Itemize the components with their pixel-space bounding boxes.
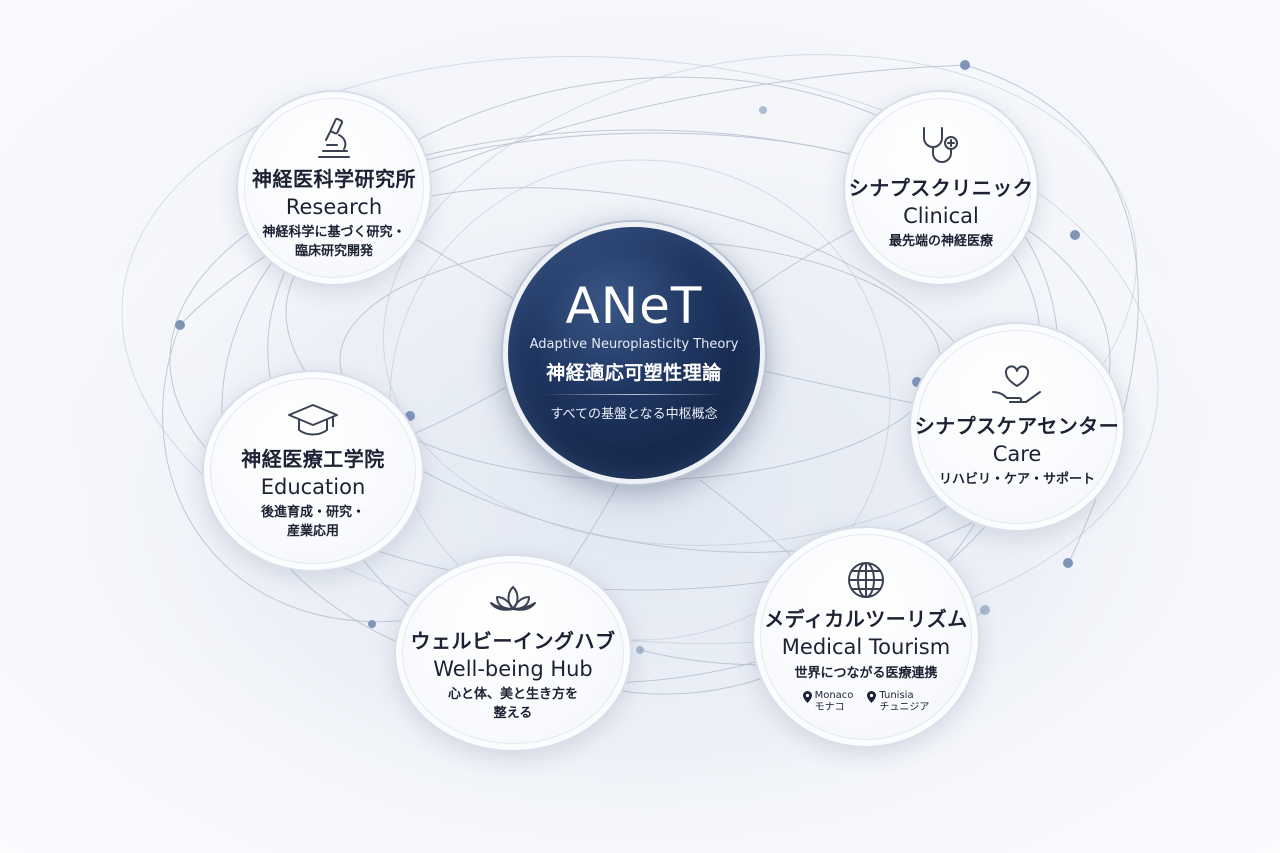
node-education[interactable]: 神経医療工学院 Education 後進育成・研究・ 産業応用 (202, 370, 424, 572)
center-tagline: すべての基盤となる中枢概念 (550, 406, 718, 422)
location-tunisia-en: Tunisia (879, 689, 914, 701)
center-brand: ANeT (565, 276, 703, 335)
education-title-ja: 神経医療工学院 (241, 446, 385, 471)
microscope-icon (318, 117, 350, 158)
node-care[interactable]: シナプスケアセンター Care リハビリ・ケア・サポート (909, 322, 1125, 532)
location-tunisia-ja: チュニジア (879, 702, 930, 714)
center-divider (544, 393, 724, 395)
care-title-en: Care (992, 441, 1042, 466)
graduation-cap-icon (288, 403, 338, 435)
heart-hand-icon (992, 365, 1041, 403)
node-clinical[interactable]: シナプスクリニック Clinical 最先端の神経医療 (843, 90, 1039, 286)
stethoscope-icon (923, 126, 958, 163)
tourism-description: 世界につながる医療連携 (794, 665, 938, 681)
location-tunisia: Tunisia チュニジア (867, 690, 929, 715)
research-title-en: Research (285, 194, 383, 219)
research-title-ja: 神経医科学研究所 (252, 166, 416, 191)
center-title-ja: 神経適応可塑性理論 (546, 361, 722, 384)
tourism-title-ja: メディカルツーリズム (764, 607, 968, 632)
map-pin-icon (802, 690, 812, 703)
location-monaco-en: Monaco (814, 689, 854, 701)
clinical-title-ja: シナプスクリニック (848, 175, 1034, 200)
education-title-en: Education (260, 474, 366, 499)
clinical-description: 最先端の神経医療 (888, 234, 993, 250)
lotus-icon (490, 585, 536, 611)
location-monaco-ja: モナコ (814, 702, 845, 714)
map-pin-icon (867, 690, 877, 703)
node-research[interactable]: 神経医科学研究所 Research 神経科学に基づく研究・ 臨床研究開発 (236, 90, 432, 286)
education-description: 後進育成・研究・ 産業応用 (260, 504, 365, 539)
node-tourism[interactable]: メディカルツーリズム Medical Tourism 世界につながる医療連携 M… (752, 526, 980, 748)
globe-icon (848, 562, 884, 599)
care-description: リハビリ・ケア・サポート (938, 472, 1095, 488)
clinical-title-en: Clinical (903, 203, 979, 228)
center-subtitle: Adaptive Neuroplasticity Theory (529, 336, 739, 352)
care-title-ja: シナプスケアセンター (914, 413, 1120, 438)
wellbeing-title-en: Well-being Hub (433, 656, 593, 681)
center-node-anet[interactable]: ANeT Adaptive Neuroplasticity Theory 神経適… (503, 222, 765, 484)
node-wellbeing[interactable]: ウェルビーイングハブ Well-being Hub 心と体、美と生き方を 整える (394, 554, 632, 752)
location-monaco: Monaco モナコ (802, 689, 854, 715)
research-description: 神経科学に基づく研究・ 臨床研究開発 (262, 224, 406, 259)
wellbeing-description: 心と体、美と生き方を 整える (447, 686, 578, 721)
wellbeing-title-ja: ウェルビーイングハブ (410, 628, 616, 653)
location-list: Monaco モナコ Tunisia チュニジア (802, 689, 929, 715)
tourism-title-en: Medical Tourism (781, 635, 951, 660)
